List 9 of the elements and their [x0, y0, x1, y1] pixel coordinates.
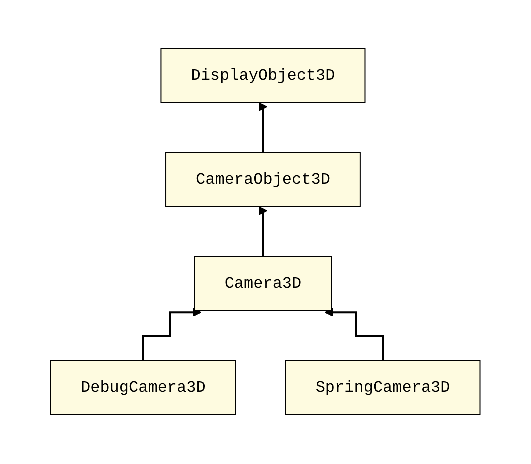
node-box: DebugCamera3D [50, 360, 236, 416]
arrow [142, 308, 202, 362]
arrow [258, 102, 268, 154]
arrow [324, 308, 384, 362]
node-box: Camera3D [194, 256, 332, 312]
arrow [258, 206, 268, 258]
node-box: DisplayObject3D [160, 48, 366, 104]
node-box: CameraObject3D [165, 152, 361, 208]
node-box: SpringCamera3D [285, 360, 481, 416]
